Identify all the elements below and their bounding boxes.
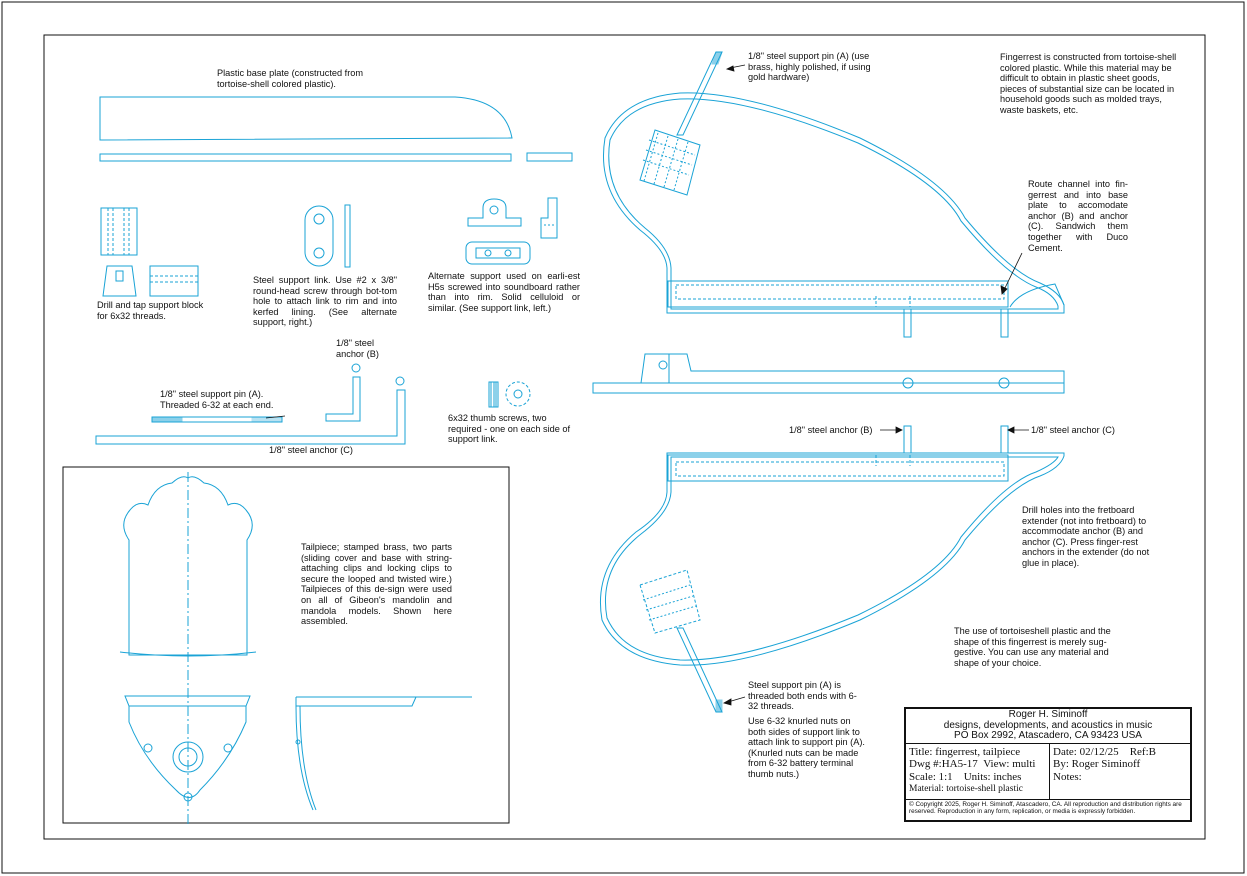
note-tortoise-suggestive: The use of tortoiseshell plastic and the… xyxy=(954,626,1111,668)
fingerrest-bottom-drawing xyxy=(599,452,1065,666)
title-block: Roger H. Siminoff designs, developments,… xyxy=(904,707,1192,822)
title-block-right: Date: 02/12/25 Ref:B By: Roger Siminoff … xyxy=(1050,743,1190,799)
fingerrest-top-drawing xyxy=(602,92,1065,338)
drawing-date: Date: 02/12/25 xyxy=(1053,746,1119,758)
top-pin-drawing xyxy=(639,51,723,196)
drawing-number: Dwg #:HA5-17 xyxy=(909,758,978,771)
label-anchor-b: 1/8" steel anchor (B) xyxy=(789,425,873,435)
note-steel-link: Steel support link. Use #2 x 3/8" round-… xyxy=(253,275,397,328)
drawing-units: Units: inches xyxy=(963,770,1022,783)
alternate-support-drawing xyxy=(465,197,558,265)
label-anchor-c: 1/8" steel anchor (C) xyxy=(1031,425,1115,435)
drawing-scale: Scale: 1:1 xyxy=(909,770,953,783)
support-pin-drawing xyxy=(151,416,283,423)
note-tailpiece: Tailpiece; stamped brass, two parts (sli… xyxy=(301,542,452,627)
note-anchor-b: 1/8" steel anchor (B) xyxy=(336,338,379,359)
base-plate-drawing xyxy=(99,96,573,162)
note-drill-holes: Drill holes into the fretboard extender … xyxy=(1022,505,1150,568)
drawing-view: View: multi xyxy=(983,758,1036,771)
bottom-pin-drawing xyxy=(639,569,723,713)
note-alternate-support: Alternate support used on earli-est H5s … xyxy=(428,271,580,313)
title-block-header: Roger H. Siminoff designs, developments,… xyxy=(906,709,1190,743)
note-base-plate: Plastic base plate (constructed from tor… xyxy=(217,68,364,89)
note-pin-a-top: 1/8" steel support pin (A) (use brass, h… xyxy=(748,51,871,83)
leader-arrows xyxy=(265,64,1029,706)
drawing-title: Title: fingerrest, tailpiece xyxy=(909,746,1021,758)
tailpiece-frame xyxy=(62,466,510,824)
author-name: Roger H. Siminoff xyxy=(1008,709,1088,720)
note-drill-tap: Drill and tap support block for 6x32 thr… xyxy=(97,300,204,321)
note-pin-a-bottom-2: Use 6-32 knurled nuts on both sides of s… xyxy=(748,716,865,779)
title-block-left: Title: fingerrest, tailpiece Dwg #:HA5-1… xyxy=(906,743,1050,799)
tailpiece-front-drawing xyxy=(119,472,257,826)
drawing-ref: Ref:B xyxy=(1129,746,1156,758)
anchor-c-drawing xyxy=(95,376,406,445)
author-address: PO Box 2992, Atascadero, CA 93423 USA xyxy=(954,730,1142,742)
drawing-by: By: Roger Siminoff xyxy=(1053,758,1141,771)
note-route-channel: Route channel into fin-gerrest and into … xyxy=(1028,179,1128,253)
note-fingerrest-material: Fingerrest is constructed from tortoise-… xyxy=(1000,52,1177,115)
tailpiece-side-drawing xyxy=(295,696,472,811)
copyright-notice: © Copyright 2025, Roger H. Siminoff, Ata… xyxy=(906,799,1190,822)
drawing-notes: Notes: xyxy=(1053,770,1082,783)
thumb-screws-drawing xyxy=(488,381,531,408)
note-pin-a-bottom-1: Steel support pin (A) is threaded both e… xyxy=(748,680,857,712)
tailpiece-base-drawing xyxy=(124,695,251,802)
note-anchor-c: 1/8" steel anchor (C) xyxy=(269,445,353,455)
note-thumb-screws: 6x32 thumb screws, two required - one on… xyxy=(448,413,571,445)
author-tagline: designs, developments, and acoustics in … xyxy=(943,719,1153,731)
support-block-drawing xyxy=(100,207,199,297)
anchor-b-drawing xyxy=(325,363,361,422)
note-pin-a-threaded: 1/8" steel support pin (A). Threaded 6-3… xyxy=(160,389,274,410)
drawing-material: Material: tortoise-shell plastic xyxy=(909,783,1023,794)
inner-frame xyxy=(43,34,1206,840)
fingerrest-profile-drawing xyxy=(592,353,1065,454)
steel-link-drawing xyxy=(304,204,351,268)
